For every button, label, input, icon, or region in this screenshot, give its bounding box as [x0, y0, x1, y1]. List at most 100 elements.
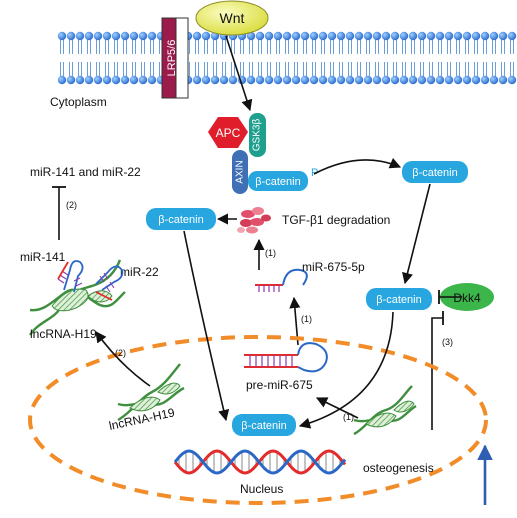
- lipid-head: [111, 75, 121, 85]
- lipid-head: [282, 31, 292, 41]
- lipid-head: [498, 31, 508, 41]
- lipid-head: [453, 31, 463, 41]
- bcatenin-tgf-label: β-catenin: [158, 214, 203, 226]
- lipid-head: [93, 75, 103, 85]
- destruction-complex: APC GSK3β AXIN β-catenin P: [208, 113, 318, 194]
- tgf-bcat-to-nucleus-arrow: [183, 230, 230, 422]
- pre-mir675-label: pre-miR-675: [246, 378, 313, 392]
- lipid-head: [408, 31, 418, 41]
- h19-to-pre-arrow: [315, 397, 359, 419]
- phospho-to-bcat-arrow: [402, 183, 431, 285]
- lipid-head: [399, 75, 409, 85]
- axin-label: AXIN: [235, 160, 246, 183]
- nucleus-label: Nucleus: [240, 482, 283, 496]
- mir141-label: miR-141: [20, 250, 66, 264]
- lipid-head: [255, 31, 265, 41]
- lipid-head: [102, 31, 112, 41]
- pre-mir675-hairpin: [244, 342, 328, 373]
- lipid-head: [327, 31, 337, 41]
- lipid-head: [57, 31, 67, 41]
- lipid-head: [381, 31, 391, 41]
- bcatenin-phospho-label: β-catenin: [412, 167, 457, 179]
- lipid-head: [498, 75, 508, 85]
- lipid-head: [462, 75, 472, 85]
- bcatenin-nucleus: [232, 414, 296, 436]
- step-3: (3): [442, 337, 453, 347]
- h19-upper-label: lncRNA-H19: [30, 327, 97, 341]
- lncrna-h19-nucleus-left: [117, 363, 185, 422]
- lipid-head: [201, 31, 211, 41]
- step-1-mir675: (1): [265, 248, 276, 258]
- lipid-head: [57, 75, 67, 85]
- lipid-head: [75, 31, 85, 41]
- axin-protein: [232, 150, 248, 194]
- lipid-head: [408, 75, 418, 85]
- lipid-head: [471, 75, 481, 85]
- lipid-head: [363, 75, 373, 85]
- osteogenesis-label: osteogenesis: [363, 461, 434, 475]
- tgf-label: TGF-β1 degradation: [282, 213, 390, 227]
- lipid-head: [291, 31, 301, 41]
- lipid-head: [381, 75, 391, 85]
- lipid-head: [111, 31, 121, 41]
- lipid-head: [309, 75, 319, 85]
- lipid-head: [426, 75, 436, 85]
- lipid-head: [453, 75, 463, 85]
- lipid-head: [489, 31, 499, 41]
- cytoplasm-label: Cytoplasm: [50, 95, 107, 109]
- step-1-pre: (1): [301, 314, 312, 324]
- lipid-head: [300, 31, 310, 41]
- cell-membrane: [57, 31, 517, 85]
- lipid-head: [390, 75, 400, 85]
- step-2-top: (2): [66, 200, 77, 210]
- lipid-head: [309, 31, 319, 41]
- lipid-head: [318, 31, 328, 41]
- cyto-bcat-to-nucleus-arrow: [298, 311, 394, 429]
- lncrna-h19-nucleus-right: [353, 385, 417, 436]
- lipid-head: [219, 75, 229, 85]
- dna-double-helix: [173, 449, 347, 475]
- lipid-head: [471, 31, 481, 41]
- lipid-head: [138, 75, 148, 85]
- lipid-head: [417, 31, 427, 41]
- tgf-fragments: [237, 207, 271, 234]
- mir675-5p-label: miR-675-5p: [302, 260, 365, 274]
- lipid-head: [480, 31, 490, 41]
- phosphorylation-arrow: [313, 157, 402, 175]
- lipid-head: [138, 31, 148, 41]
- lipid-head: [93, 31, 103, 41]
- lipid-head: [84, 31, 94, 41]
- lipid-head: [84, 75, 94, 85]
- lipid-head: [345, 31, 355, 41]
- lipid-head: [363, 31, 373, 41]
- wnt-ligand: Wnt: [195, 0, 269, 36]
- lipid-head: [372, 75, 382, 85]
- lipid-head: [336, 75, 346, 85]
- lipid-head: [147, 75, 157, 85]
- gsk-protein: [249, 113, 266, 157]
- lipid-head: [345, 75, 355, 85]
- lipid-head: [147, 31, 157, 41]
- lipid-head: [192, 31, 202, 41]
- lncrna-h19-upper: [29, 259, 126, 336]
- wnt-label: Wnt: [220, 10, 245, 26]
- lipid-head: [435, 75, 445, 85]
- lipid-head: [264, 31, 274, 41]
- lipid-head: [129, 75, 139, 85]
- apc-protein: [208, 117, 248, 148]
- lipid-head: [318, 75, 328, 85]
- bcatenin-complex: [248, 171, 308, 191]
- lrp-label: LRP5/6: [166, 40, 178, 77]
- lipid-head: [120, 31, 130, 41]
- dkk4-label: Dkk4: [453, 291, 481, 305]
- mir675-5p-hairpin: [255, 268, 308, 292]
- lipid-head: [66, 75, 76, 85]
- bcatenin-phospho: [402, 161, 468, 183]
- bcatenin-tgf: [146, 208, 216, 230]
- mir22-label: miR-22: [120, 265, 159, 279]
- mir141-22-label: miR-141 and miR-22: [30, 165, 141, 179]
- lipid-head: [327, 75, 337, 85]
- lipid-head: [444, 31, 454, 41]
- gsk-label: GSK3β: [252, 119, 263, 152]
